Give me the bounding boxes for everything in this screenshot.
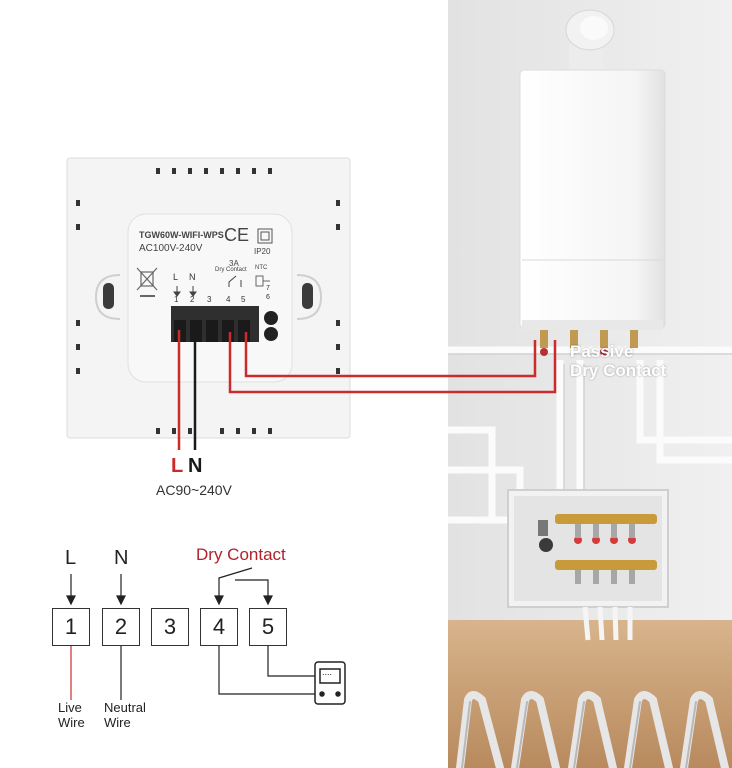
wall-pipes-shade bbox=[448, 353, 732, 500]
schematic-terminal-4: 4 bbox=[200, 608, 238, 646]
ntc-symbol bbox=[255, 275, 270, 287]
ce-mark-icon: CE bbox=[224, 225, 250, 245]
manifold-cabinet bbox=[507, 489, 669, 608]
live-wire-label: Live Wire bbox=[58, 700, 85, 730]
floor-heating-coils bbox=[456, 691, 729, 768]
neutral-wire-line1: Neutral bbox=[104, 700, 146, 715]
ntc-terminal-7: 7 bbox=[266, 285, 270, 292]
device-letter-n: N bbox=[189, 272, 196, 282]
schematic-terminal-3: 3 bbox=[151, 608, 189, 646]
floor-heating-coils-shadow bbox=[461, 701, 697, 768]
schematic-letter-l: L bbox=[65, 547, 77, 569]
schematic-dry-contact-title: Dry Contact bbox=[196, 545, 286, 564]
live-wire-line1: Live bbox=[58, 700, 82, 715]
device-terminal-2: 2 bbox=[190, 295, 195, 304]
device-terminal-4: 4 bbox=[226, 295, 231, 304]
double-insulation-icon bbox=[257, 228, 273, 244]
supply-voltage: AC90~240V bbox=[156, 482, 232, 498]
wall-pipes bbox=[448, 346, 732, 524]
schematic-letter-n: N bbox=[114, 547, 129, 569]
schematic-terminal-1: 1 bbox=[52, 608, 90, 646]
device-terminal-5: 5 bbox=[241, 295, 246, 304]
live-wire-line2: Wire bbox=[58, 715, 85, 730]
boiler-label-line2: Dry Contact bbox=[570, 361, 667, 380]
schematic-boiler-icon bbox=[314, 661, 346, 705]
voltage-rating: AC100V-240V bbox=[139, 243, 203, 254]
mount-slot-right bbox=[296, 274, 323, 320]
manifold-pipes bbox=[582, 606, 633, 641]
neutral-wire-label: Neutral Wire bbox=[104, 700, 146, 730]
device-letter-l: L bbox=[173, 272, 179, 282]
crossed-bin-icon bbox=[136, 267, 158, 297]
supply-neutral-letter: N bbox=[188, 455, 203, 477]
ip-rating: IP20 bbox=[254, 247, 271, 256]
neutral-wire-line2: Wire bbox=[104, 715, 131, 730]
relay-switch-icon bbox=[228, 275, 242, 287]
supply-wires bbox=[177, 330, 197, 450]
boiler-flue bbox=[565, 9, 615, 74]
device-dry-contact-label: Dry Contact bbox=[215, 267, 247, 273]
boiler-dry-contact-wires bbox=[228, 332, 557, 394]
vent-slots bbox=[76, 168, 340, 434]
mount-slot-left bbox=[94, 274, 121, 320]
current-rating: 3A bbox=[229, 259, 239, 268]
boiler-connectors bbox=[540, 330, 638, 356]
ntc-label: NTC bbox=[255, 265, 268, 271]
schematic-boiler-display: .... bbox=[322, 667, 333, 677]
terminal-block bbox=[171, 306, 278, 342]
arrow-down-icon bbox=[173, 286, 197, 297]
schematic-terminal-2: 2 bbox=[102, 608, 140, 646]
device-terminal-1: 1 bbox=[174, 295, 179, 304]
supply-live-letter: L bbox=[171, 455, 184, 477]
schematic-terminal-5: 5 bbox=[249, 608, 287, 646]
ntc-terminal-6: 6 bbox=[266, 294, 270, 301]
boiler-room-scene bbox=[448, 0, 732, 768]
device-model: TGW60W-WIFI-WPS bbox=[139, 230, 224, 240]
boiler-dry-contact-label: Passive Dry Contact bbox=[570, 342, 666, 380]
boiler-label-line1: Passive bbox=[570, 342, 634, 361]
boiler-icon bbox=[519, 69, 666, 330]
device-terminal-3: 3 bbox=[207, 295, 212, 304]
schematic-lines bbox=[66, 567, 315, 700]
